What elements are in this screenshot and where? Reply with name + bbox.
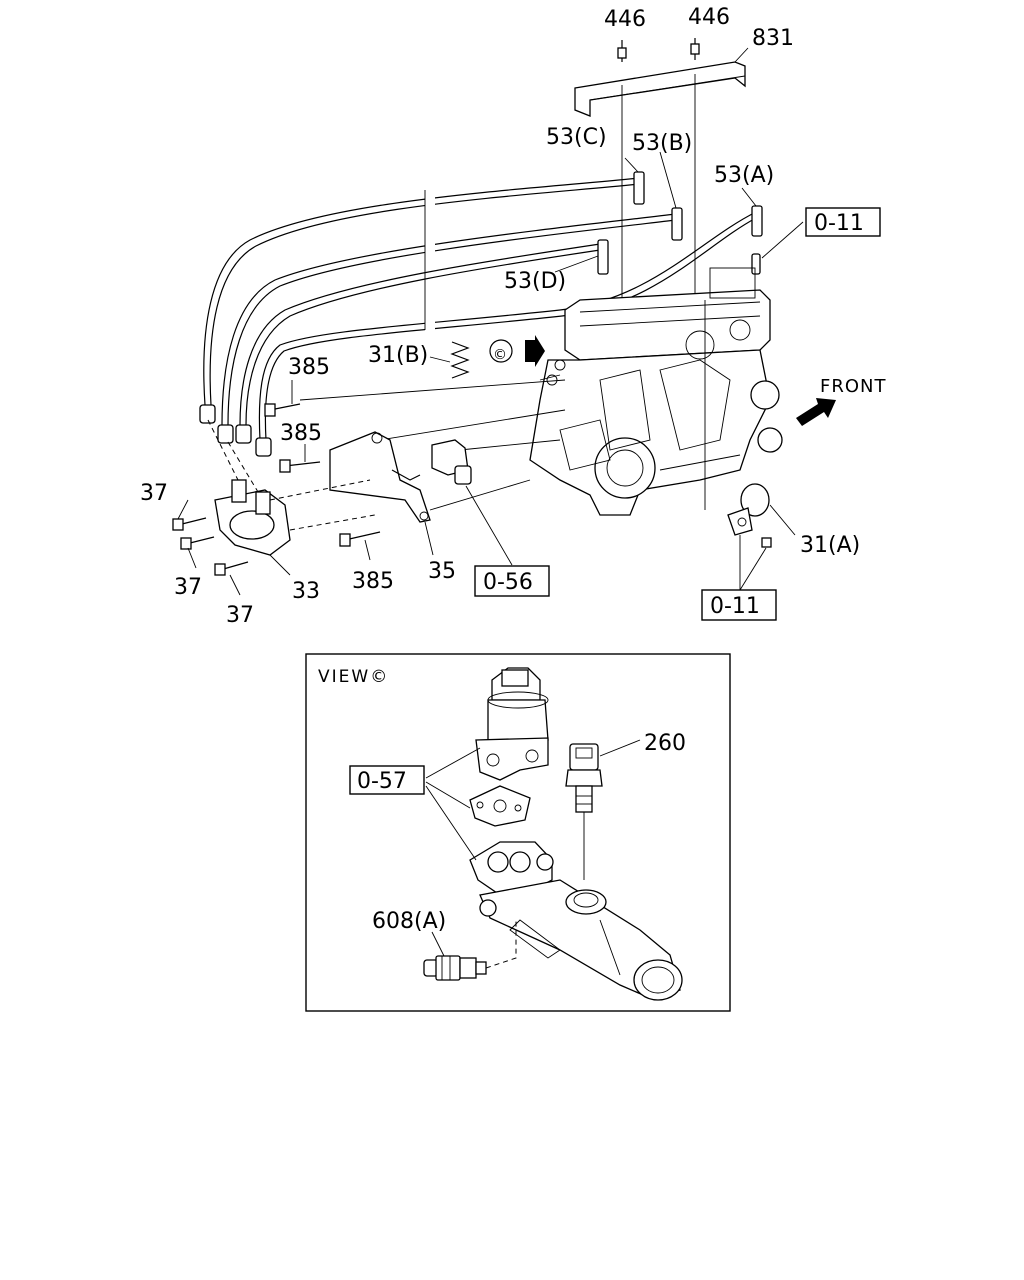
label-53b: 53(B) — [632, 131, 692, 156]
view-c-title: VIEW© — [318, 667, 389, 687]
label-446-left: 446 — [604, 7, 646, 32]
label-35: 35 — [428, 559, 456, 584]
spring-31b — [429, 341, 470, 379]
label-385-c: 385 — [352, 569, 394, 594]
label-0-57: 0-57 — [357, 769, 407, 794]
label-831: 831 — [752, 26, 794, 51]
egr-gasket — [469, 785, 531, 827]
front-direction-arrow — [796, 398, 836, 426]
ref-box-0-11-top: 0-11 — [805, 207, 881, 237]
label-0-11-top: 0-11 — [814, 211, 864, 236]
bolt-37-b — [180, 536, 215, 550]
view-c-marker — [489, 335, 545, 367]
view-c-panel: VIEW© — [305, 653, 731, 1012]
ref-box-0-56: 0-56 — [474, 565, 550, 597]
sensor-608a — [423, 920, 517, 981]
bolt-37-a — [172, 517, 207, 531]
egr-pipe-body — [469, 841, 683, 1001]
label-37-c: 37 — [226, 603, 254, 628]
bolt-446-right — [690, 38, 700, 300]
bolt-385-c — [339, 531, 381, 547]
sensor-0-56 — [431, 439, 513, 566]
engine-assembly — [529, 267, 783, 516]
label-53c: 53(C) — [546, 125, 607, 150]
label-0-56: 0-56 — [483, 570, 533, 595]
bolt-446-left — [617, 40, 627, 300]
label-385-b: 385 — [280, 421, 322, 446]
label-31a: 31(A) — [800, 533, 860, 558]
bolt-37-c — [214, 561, 249, 576]
label-446-right: 446 — [688, 5, 730, 30]
cover-plate-831 — [574, 61, 746, 117]
label-37-a: 37 — [140, 481, 168, 506]
label-0-11-bottom: 0-11 — [710, 594, 760, 619]
label-view-marker: © — [493, 347, 507, 363]
spark-plug-cables — [199, 171, 763, 457]
egr-valve — [475, 667, 549, 781]
label-33: 33 — [292, 579, 320, 604]
label-31b: 31(B) — [368, 343, 428, 368]
bracket-35 — [329, 431, 431, 523]
label-608a: 608(A) — [372, 909, 446, 934]
ref-box-0-11-bottom: 0-11 — [701, 589, 777, 621]
label-37-b: 37 — [174, 575, 202, 600]
bolt-385-b — [279, 459, 321, 473]
ignition-coil-33 — [207, 419, 291, 556]
label-front: FRONT — [820, 376, 887, 397]
label-385-a: 385 — [288, 355, 330, 380]
ref-box-0-57: 0-57 — [349, 765, 425, 795]
bolt-385-a — [264, 403, 301, 417]
label-53a: 53(A) — [714, 163, 774, 188]
sensor-260 — [565, 739, 641, 880]
label-260: 260 — [644, 731, 686, 756]
clamp-31a — [727, 483, 796, 548]
label-53d: 53(D) — [504, 269, 566, 294]
